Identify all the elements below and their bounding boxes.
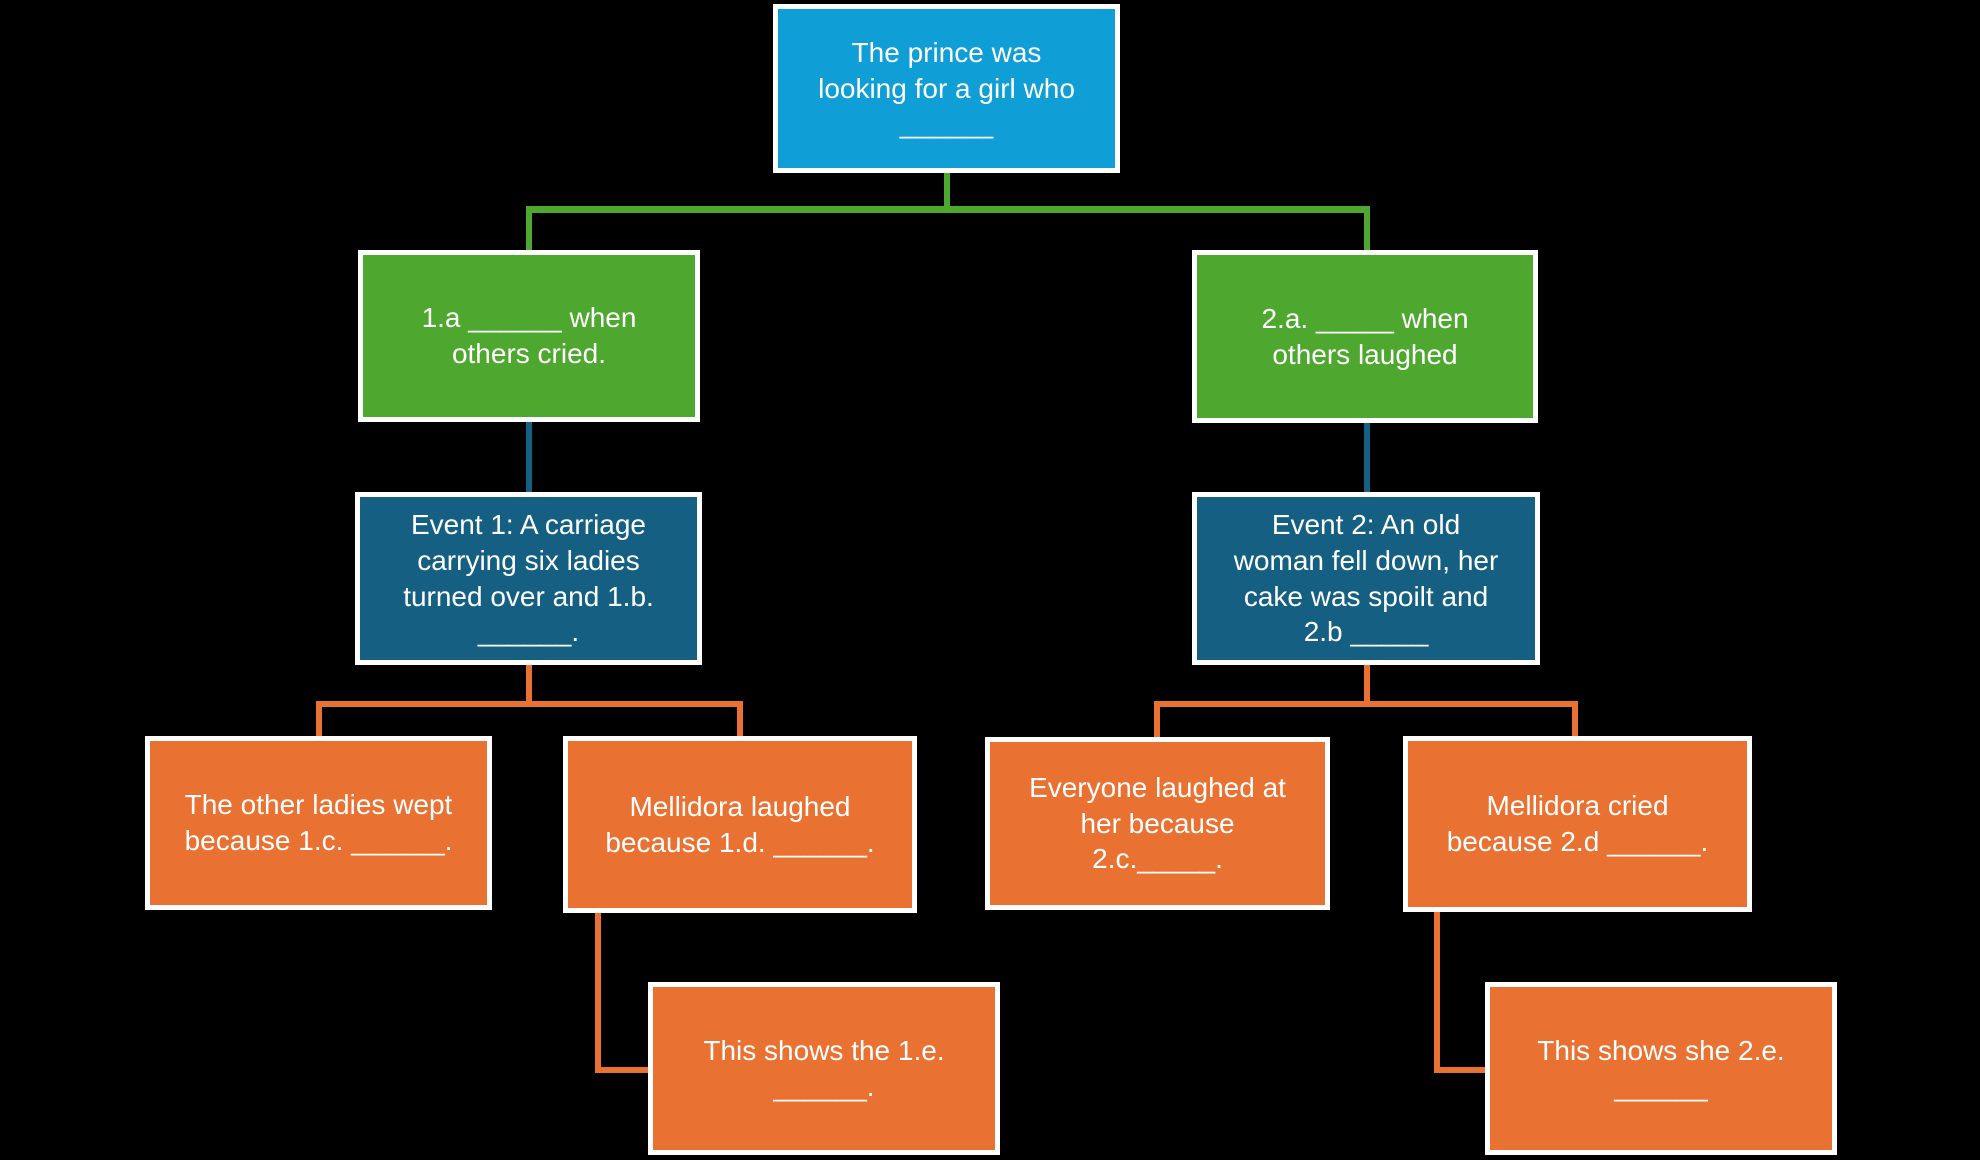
connector-root-to-branch-1a xyxy=(526,206,532,250)
connector-root-to-branch-2a xyxy=(1364,206,1370,250)
connector-event-1-crossbar xyxy=(316,701,743,707)
node-reaction-2c: Everyone laughed at her because 2.c.____… xyxy=(985,737,1330,910)
connector-event-2-crossbar xyxy=(1154,701,1578,707)
connector-branch-1a-to-event-1 xyxy=(526,422,532,492)
node-event-2: Event 2: An old woman fell down, her cak… xyxy=(1192,492,1540,665)
connector-event-2-to-reaction-2c xyxy=(1154,701,1160,737)
node-branch-2a: 2.a. _____ when others laughed xyxy=(1192,250,1538,423)
node-reaction-1d-label: Mellidora laughed because 1.d. ______. xyxy=(605,790,875,858)
node-reaction-2c-label: Everyone laughed at her because 2.c.____… xyxy=(1029,771,1286,875)
node-event-1-label: Event 1: A carriage carrying six ladies … xyxy=(403,508,654,648)
node-conclusion-2e: This shows she 2.e. ______ xyxy=(1485,982,1837,1155)
node-root-label: The prince was looking for a girl who __… xyxy=(818,36,1075,140)
node-branch-1a: 1.a ______ when others cried. xyxy=(358,250,700,422)
node-reaction-1c-label: The other ladies wept because 1.c. _____… xyxy=(184,789,453,856)
elbow-reaction-1d-to-conclusion-1e-vertical xyxy=(595,913,601,1073)
elbow-reaction-2d-to-conclusion-2e-horizontal xyxy=(1434,1067,1485,1073)
connector-event-1-to-reaction-1c xyxy=(316,701,322,736)
connector-event-1-to-reaction-1d xyxy=(737,701,743,736)
connector-event-1-stem xyxy=(526,665,532,707)
node-reaction-1c: The other ladies wept because 1.c. _____… xyxy=(145,736,492,910)
connector-root-stem xyxy=(944,173,950,211)
node-root: The prince was looking for a girl who __… xyxy=(773,4,1120,173)
node-reaction-2d: Mellidora cried because 2.d ______. xyxy=(1403,736,1752,912)
node-conclusion-1e: This shows the 1.e. ______. xyxy=(648,982,1000,1155)
node-event-1: Event 1: A carriage carrying six ladies … xyxy=(355,492,702,665)
connector-event-2-stem xyxy=(1364,665,1370,707)
node-reaction-2d-label: Mellidora cried because 2.d ______. xyxy=(1446,790,1709,857)
connector-event-2-to-reaction-2d xyxy=(1572,701,1578,736)
node-conclusion-2e-label: This shows she 2.e. ______ xyxy=(1537,1034,1785,1102)
elbow-reaction-1d-to-conclusion-1e-horizontal xyxy=(595,1067,648,1073)
node-branch-2a-label: 2.a. _____ when others laughed xyxy=(1261,302,1469,370)
node-branch-1a-label: 1.a ______ when others cried. xyxy=(421,302,637,369)
elbow-reaction-2d-to-conclusion-2e-vertical xyxy=(1434,912,1440,1073)
node-conclusion-1e-label: This shows the 1.e. ______. xyxy=(703,1034,945,1102)
connector-root-crossbar xyxy=(526,206,1370,213)
node-event-2-label: Event 2: An old woman fell down, her cak… xyxy=(1233,508,1499,648)
connector-branch-2a-to-event-2 xyxy=(1364,423,1370,492)
node-reaction-1d: Mellidora laughed because 1.d. ______. xyxy=(563,736,917,913)
